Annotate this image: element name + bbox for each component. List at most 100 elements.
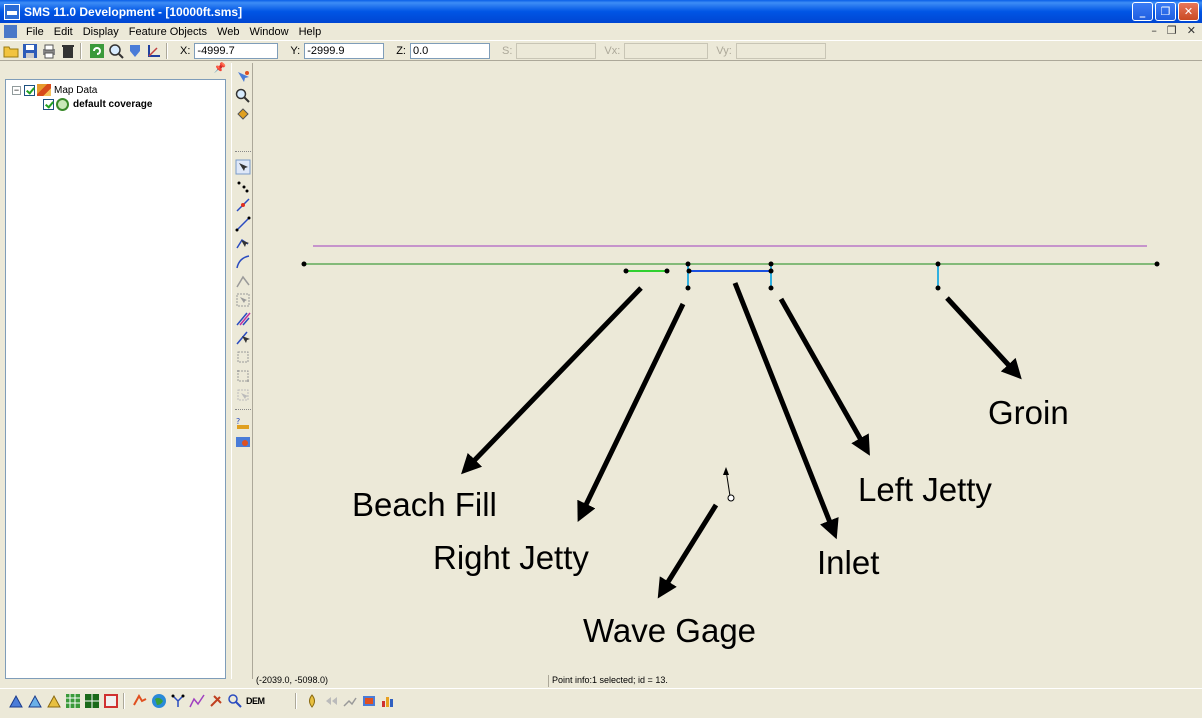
wave-gage-tip xyxy=(723,467,729,475)
left-jetty-arrow xyxy=(778,297,870,456)
tree-view[interactable]: − Map Data default coverage xyxy=(5,79,226,679)
plot-wizard-icon[interactable] xyxy=(342,693,358,709)
s-label: S: xyxy=(501,44,513,57)
collapse-icon[interactable]: − xyxy=(12,84,21,95)
select-region-2-icon[interactable] xyxy=(235,368,251,384)
main-toolbar: X: Y: Z: S: Vx: Vy: xyxy=(0,40,1202,61)
mdi-close-icon[interactable]: ✕ xyxy=(1186,24,1196,37)
1d-grid-module-icon[interactable] xyxy=(189,693,205,709)
shoreline-node xyxy=(1154,261,1160,267)
y-label: Y: xyxy=(290,44,301,57)
display-options-icon[interactable] xyxy=(235,434,251,450)
open-folder-icon[interactable] xyxy=(3,43,19,59)
beach-fill-node xyxy=(623,268,629,274)
create-vertex-icon[interactable] xyxy=(235,254,251,270)
z-coordinate-field[interactable] xyxy=(409,42,490,59)
menu-edit[interactable]: Edit xyxy=(53,25,73,38)
status-separator xyxy=(548,675,549,687)
model-checker-icon[interactable] xyxy=(304,693,320,709)
redistribute-icon[interactable] xyxy=(235,330,251,346)
inlet-arrow xyxy=(732,282,839,540)
shoreline-node xyxy=(301,261,307,267)
menu-file[interactable]: File xyxy=(26,25,44,38)
document-icon[interactable] xyxy=(4,25,17,38)
restore-button[interactable]: ❐ xyxy=(1155,2,1176,21)
palette-grip xyxy=(235,409,251,412)
app-icon[interactable] xyxy=(4,3,20,20)
map-data-checkbox[interactable] xyxy=(24,84,35,96)
title-bar: SMS 11.0 Development - [10000ft.sms] _ ❐… xyxy=(0,0,1202,23)
select-arc-group-icon[interactable] xyxy=(235,273,251,289)
mesh-module-icon[interactable] xyxy=(8,693,24,709)
scatter-module-icon[interactable] xyxy=(46,693,62,709)
inlet-label: Inlet xyxy=(817,544,880,581)
raster-module-icon[interactable] xyxy=(103,693,119,709)
x-label: X: xyxy=(180,44,191,57)
rotate-tool-icon[interactable] xyxy=(235,107,251,123)
x-coordinate-field[interactable] xyxy=(194,42,279,59)
select-tool-icon[interactable] xyxy=(235,69,251,85)
pin-icon[interactable]: 📌 xyxy=(213,63,226,74)
menu-help[interactable]: Help xyxy=(298,25,322,38)
tree-item-default-coverage[interactable]: default coverage xyxy=(43,97,152,111)
film-loop-icon[interactable] xyxy=(361,693,377,709)
graphics-window[interactable]: Beach Fill Right Jetty Inlet Left Jetty … xyxy=(254,63,1200,674)
zoom-frame-icon[interactable] xyxy=(108,43,124,59)
dem-module-label[interactable]: DEM xyxy=(246,695,265,706)
select-polygon-icon[interactable] xyxy=(235,292,251,308)
create-points-icon[interactable] xyxy=(235,178,251,194)
quadtree-grid-icon[interactable] xyxy=(84,693,100,709)
menu-display[interactable]: Display xyxy=(82,25,119,38)
step-back-icon[interactable] xyxy=(323,693,339,709)
chart-icon[interactable] xyxy=(380,693,396,709)
wave-gage-label: Wave Gage xyxy=(583,612,757,649)
vx-field xyxy=(624,42,709,59)
menu-window[interactable]: Window xyxy=(249,25,289,38)
tools-module-icon[interactable] xyxy=(208,693,224,709)
select-feature-point-icon[interactable] xyxy=(235,159,251,175)
delete-icon[interactable] xyxy=(60,43,76,59)
info-tool-icon[interactable]: ? xyxy=(235,415,251,431)
mdi-restore-icon[interactable]: ❐ xyxy=(1166,24,1177,37)
create-arc-icon[interactable] xyxy=(235,216,251,232)
gis-module-icon[interactable] xyxy=(151,693,167,709)
plot-icon[interactable] xyxy=(127,43,143,59)
axes-icon[interactable] xyxy=(146,43,162,59)
close-button[interactable]: ✕ xyxy=(1178,2,1199,21)
palette-grip xyxy=(235,151,251,154)
groin-arrow xyxy=(945,296,1022,380)
mdi-minimize-icon[interactable]: – xyxy=(1151,24,1157,37)
zoom-tool-icon[interactable] xyxy=(235,88,251,104)
left-jetty-node xyxy=(768,261,774,267)
module-separator xyxy=(294,692,297,709)
cartesian-grid-icon[interactable] xyxy=(65,693,81,709)
toolbar-separator xyxy=(166,42,168,59)
select-arc-icon[interactable] xyxy=(235,197,251,213)
coverage-checkbox[interactable] xyxy=(43,98,54,110)
grid-module-icon[interactable] xyxy=(27,693,43,709)
map-module-icon[interactable] xyxy=(132,693,148,709)
menu-feature-objects[interactable]: Feature Objects xyxy=(128,25,208,38)
select-region-icon[interactable] xyxy=(235,349,251,365)
right-jetty-node xyxy=(685,285,691,291)
print-icon[interactable] xyxy=(41,43,57,59)
coverage-label: default coverage xyxy=(73,98,153,110)
refresh-icon[interactable] xyxy=(89,43,105,59)
select-vertex-icon[interactable] xyxy=(235,235,251,251)
particle-module-icon[interactable] xyxy=(170,693,186,709)
left-jetty-label: Left Jetty xyxy=(858,471,992,508)
build-polygons-icon[interactable] xyxy=(235,311,251,327)
select-region-3-icon[interactable] xyxy=(235,387,251,403)
menu-web[interactable]: Web xyxy=(217,25,240,38)
tree-item-map-data[interactable]: − Map Data xyxy=(12,83,97,97)
minimize-button[interactable]: _ xyxy=(1132,2,1153,21)
right-jetty-node xyxy=(685,261,691,267)
beach-fill-label: Beach Fill xyxy=(352,486,497,523)
y-coordinate-field[interactable] xyxy=(304,42,385,59)
save-icon[interactable] xyxy=(22,43,38,59)
cursor-coordinates: (-2039.0, -5098.0) xyxy=(256,675,329,685)
vy-field xyxy=(735,42,826,59)
inlet-node xyxy=(686,268,692,274)
tin-module-icon[interactable] xyxy=(227,693,243,709)
vx-label: Vx: xyxy=(604,44,621,57)
